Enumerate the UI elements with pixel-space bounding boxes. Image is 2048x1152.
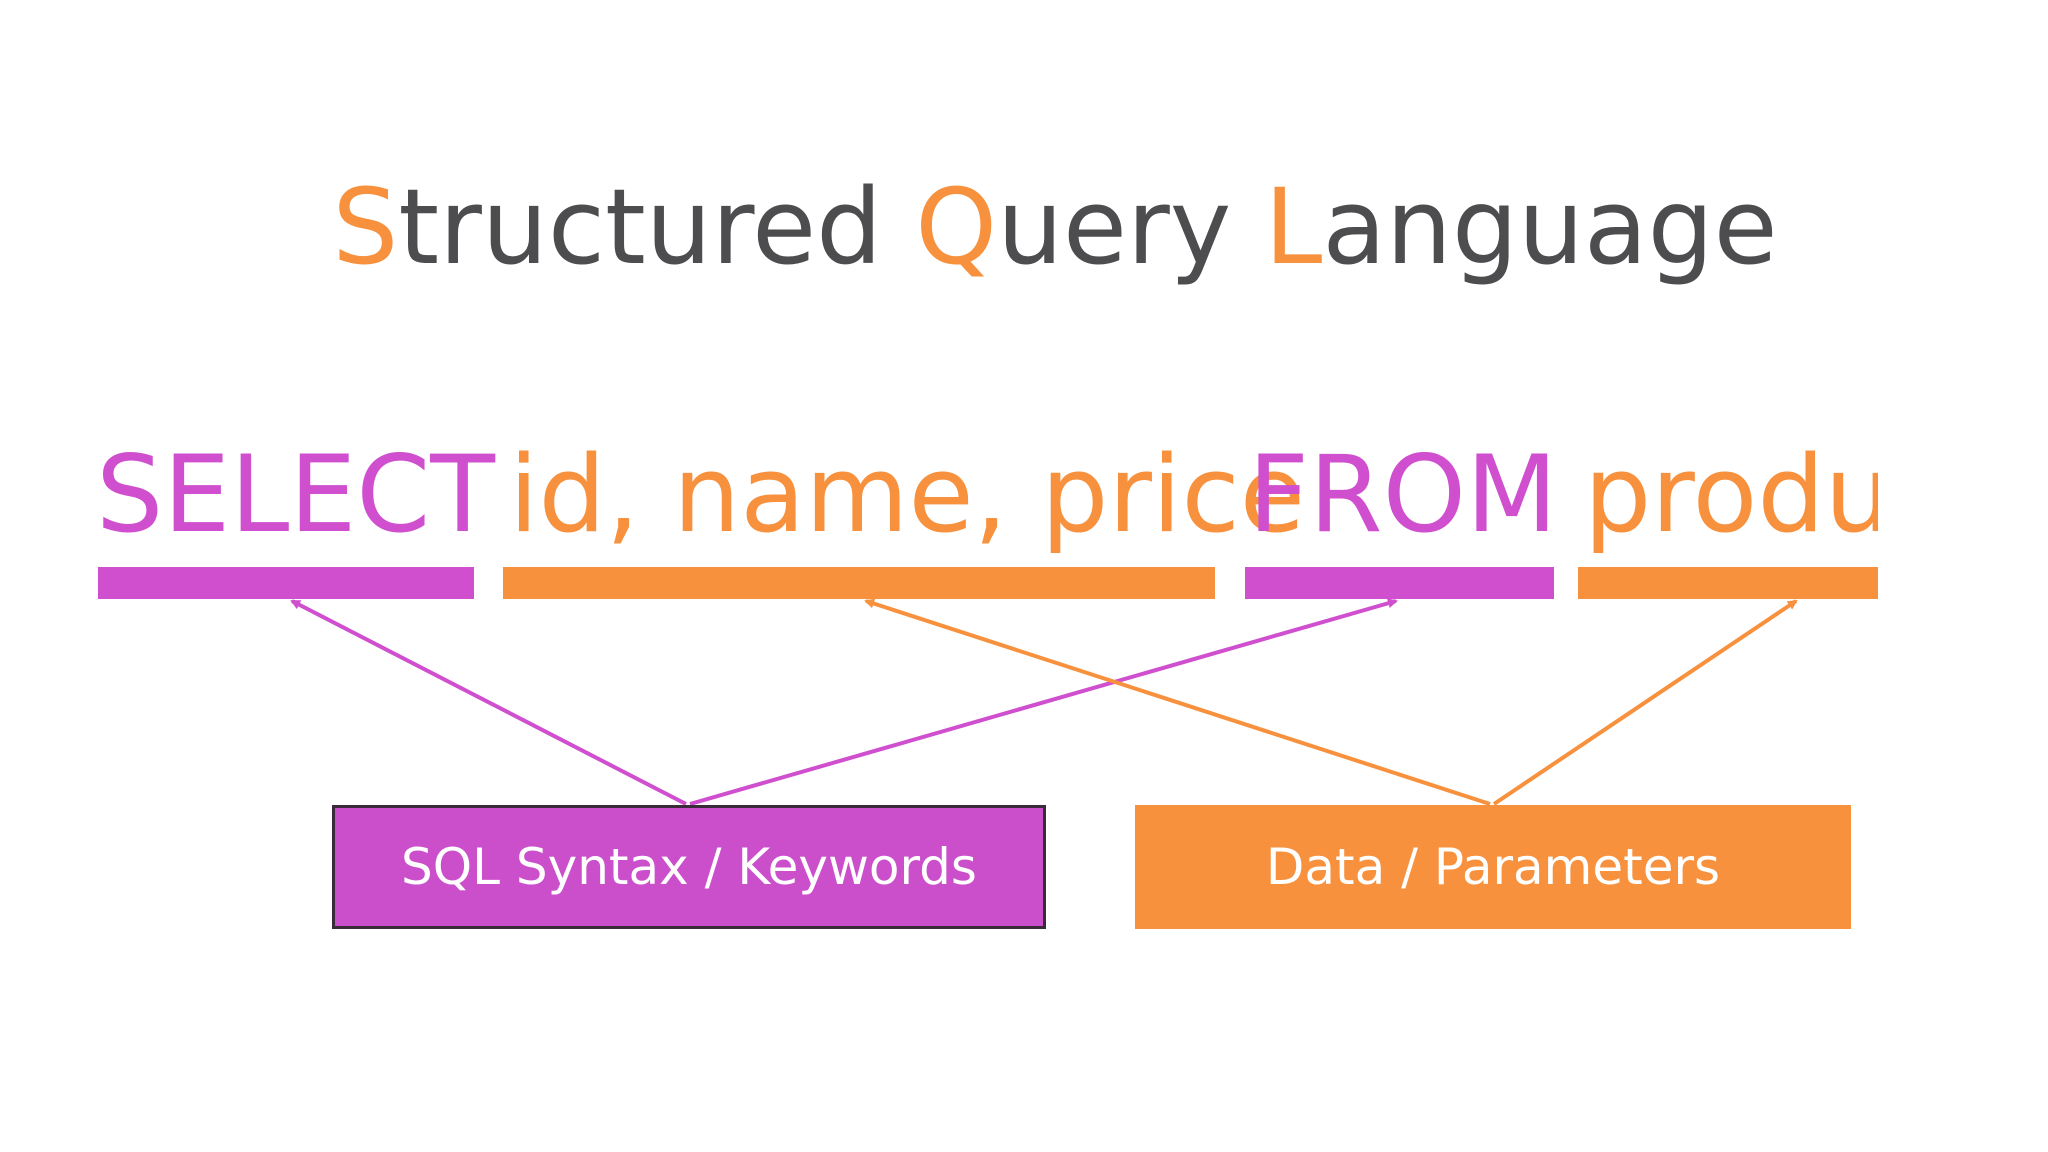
- underline-select: [98, 567, 474, 599]
- title-text-language: anguage: [1322, 166, 1778, 288]
- arrow-keywords-to-from: [689, 598, 1398, 806]
- title-text-structured: tructured: [398, 166, 916, 288]
- arrow-data-to-table: [1492, 599, 1798, 806]
- query-token-select: SELECT: [96, 433, 496, 556]
- data-box-label: Data / Parameters: [1265, 838, 1721, 896]
- keywords-box: SQL Syntax / Keywords: [332, 805, 1046, 929]
- slide-title: Structured Query Language: [0, 162, 2048, 292]
- underline-from: [1245, 567, 1554, 599]
- underline-table: [1578, 567, 1878, 599]
- arrow-data-to-columns: [864, 598, 1491, 806]
- underline-columns: [503, 567, 1215, 599]
- query-token-from: FROM: [1248, 433, 1558, 556]
- data-box: Data / Parameters: [1135, 805, 1851, 929]
- title-initial-l: L: [1264, 166, 1323, 288]
- title-text-query: uery: [997, 166, 1265, 288]
- keywords-box-label: SQL Syntax / Keywords: [401, 838, 977, 896]
- title-initial-s: S: [332, 166, 399, 288]
- query-token-table: products: [1584, 433, 1878, 556]
- query-token-columns: id, name, price: [509, 433, 1305, 556]
- arrow-keywords-to-select: [290, 599, 687, 806]
- sql-query-line: SELECT id, name, price FROM products: [96, 430, 1878, 565]
- title-initial-q: Q: [915, 166, 998, 288]
